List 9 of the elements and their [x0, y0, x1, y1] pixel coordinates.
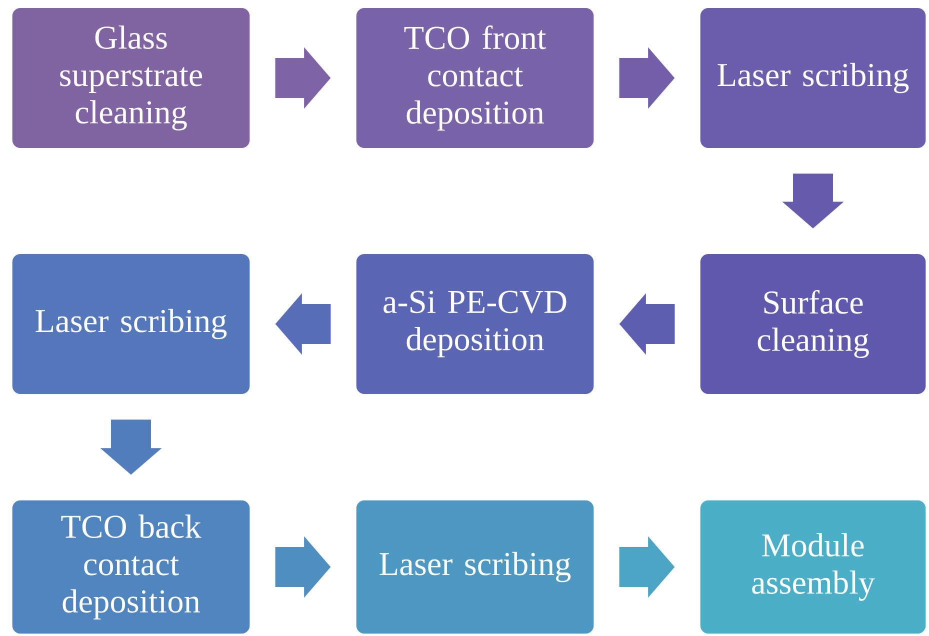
process-box: TCO back contact deposition [12, 500, 250, 634]
process-box: Module assembly [700, 500, 926, 634]
process-box: Laser scribing [12, 254, 250, 394]
process-box: TCO front contact deposition [356, 8, 594, 148]
process-box: Laser scribing [356, 500, 594, 634]
process-box: Laser scribing [700, 8, 926, 148]
process-box: Glass superstrate cleaning [12, 8, 250, 148]
process-box: Surface cleaning [700, 254, 926, 394]
process-box: a-Si PE-CVD deposition [356, 254, 594, 394]
